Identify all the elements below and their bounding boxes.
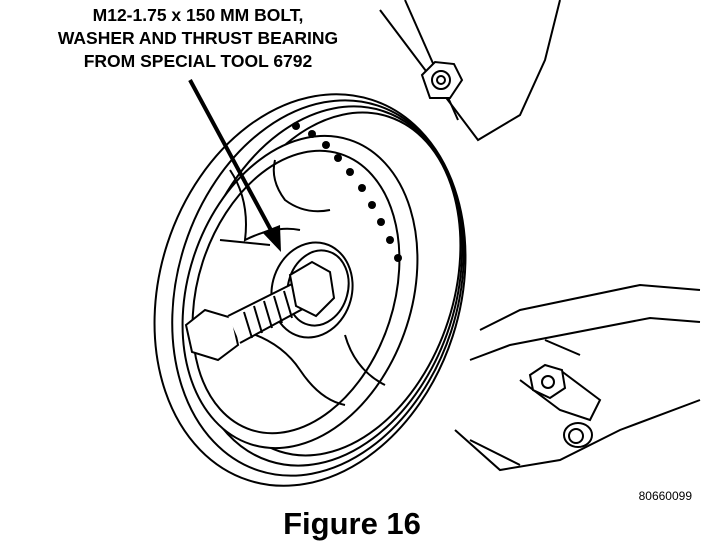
callout-line-1: M12-1.75 x 150 MM BOLT, bbox=[92, 5, 304, 25]
bolt-callout-label: M12-1.75 x 150 MM BOLT, WASHER AND THRUS… bbox=[18, 4, 378, 73]
figure-reference-number: 80660099 bbox=[638, 489, 692, 503]
damper-dots bbox=[292, 122, 402, 262]
callout-line-2: WASHER AND THRUST BEARING bbox=[57, 28, 339, 48]
block-bolt bbox=[420, 60, 464, 99]
leader-arrow bbox=[188, 79, 281, 252]
bracket-bolt bbox=[528, 363, 567, 400]
callout-line-3: FROM SPECIAL TOOL 6792 bbox=[83, 51, 313, 71]
damper-spokes bbox=[219, 159, 386, 406]
bracket bbox=[454, 283, 701, 472]
figure-caption: Figure 16 bbox=[283, 506, 421, 541]
tool-bolt bbox=[184, 260, 336, 362]
bracket-hole bbox=[563, 422, 593, 448]
